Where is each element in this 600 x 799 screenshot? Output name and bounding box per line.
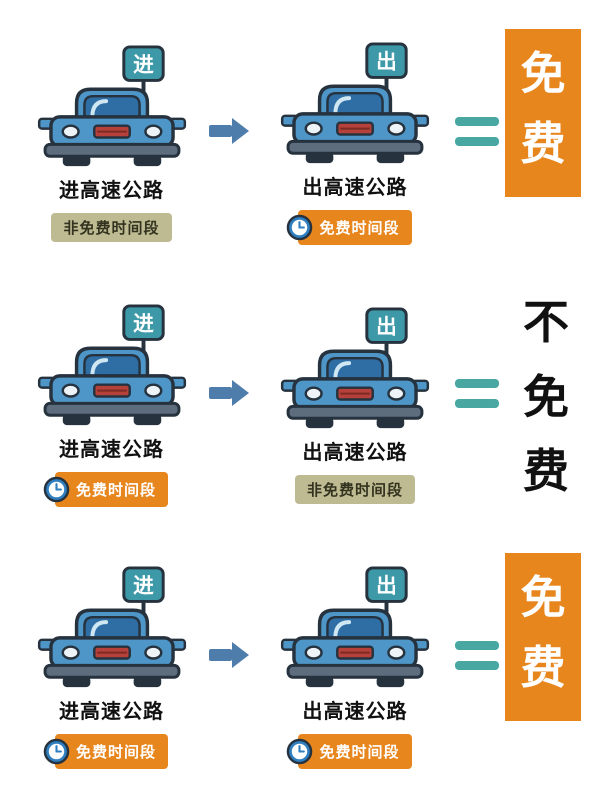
clock-icon <box>43 738 70 765</box>
equals-icon <box>455 378 505 408</box>
enter-car-group: 进 进高速公路 免费时间段 <box>14 303 209 507</box>
rule-row-1: 进 进高速公路 非免费时间段 出 出高速公路 免费时间段 免费 <box>14 12 600 274</box>
enter-time-badge-text: 非免费时间段 <box>63 220 160 237</box>
exit-time-badge: 免费时间段 <box>298 734 412 769</box>
exit-sign-text: 出 <box>376 50 397 74</box>
arrow-right-icon <box>209 118 255 144</box>
result-free: 免费 <box>505 553 581 721</box>
clock-icon <box>286 738 313 765</box>
exit-car-group: 出 出高速公路 非免费时间段 <box>255 306 455 504</box>
clock-icon <box>43 476 70 503</box>
result-not-free: 不免费 <box>523 296 569 498</box>
exit-time-badge: 免费时间段 <box>298 210 412 245</box>
result-free: 免费 <box>505 29 581 197</box>
enter-car-group: 进 进高速公路 免费时间段 <box>14 565 209 769</box>
enter-car-group: 进 进高速公路 非免费时间段 <box>14 44 209 242</box>
arrow-right-icon <box>209 380 255 406</box>
enter-time-badge: 免费时间段 <box>55 734 168 769</box>
enter-label: 进高速公路 <box>59 701 164 723</box>
car-exit-icon: 出 <box>276 565 434 691</box>
car-exit-icon: 出 <box>276 41 434 167</box>
enter-label: 进高速公路 <box>59 180 164 202</box>
enter-time-badge: 非免费时间段 <box>51 213 172 242</box>
rule-row-3: 进 进高速公路 免费时间段 出 出高速公路 免费时间段 免费 <box>14 536 600 798</box>
exit-label: 出高速公路 <box>302 442 408 464</box>
enter-sign-text: 进 <box>133 54 154 77</box>
exit-sign-text: 出 <box>376 315 397 339</box>
exit-label: 出高速公路 <box>302 701 408 723</box>
enter-time-badge-text: 免费时间段 <box>75 744 156 761</box>
enter-sign-text: 进 <box>133 575 154 598</box>
enter-label: 进高速公路 <box>59 439 164 461</box>
exit-car-group: 出 出高速公路 免费时间段 <box>255 565 455 769</box>
car-exit-icon: 出 <box>276 306 434 432</box>
exit-time-badge-text: 免费时间段 <box>319 744 400 761</box>
exit-time-badge-text: 免费时间段 <box>319 220 400 237</box>
enter-time-badge-text: 免费时间段 <box>75 482 156 499</box>
exit-sign-text: 出 <box>376 574 397 598</box>
equals-icon <box>455 116 505 146</box>
exit-time-badge: 非免费时间段 <box>294 475 415 504</box>
exit-label: 出高速公路 <box>302 177 408 199</box>
enter-sign-text: 进 <box>133 313 154 336</box>
exit-car-group: 出 出高速公路 免费时间段 <box>255 41 455 245</box>
equals-icon <box>455 640 505 670</box>
rule-row-2: 进 进高速公路 免费时间段 出 出高速公路 非免费时间段 不免费 <box>14 274 600 536</box>
car-enter-icon: 进 <box>33 303 191 429</box>
car-enter-icon: 进 <box>33 565 191 691</box>
car-enter-icon: 进 <box>33 44 191 170</box>
clock-icon <box>286 214 313 241</box>
arrow-right-icon <box>209 642 255 668</box>
enter-time-badge: 免费时间段 <box>55 472 168 507</box>
exit-time-badge-text: 非免费时间段 <box>306 482 403 499</box>
